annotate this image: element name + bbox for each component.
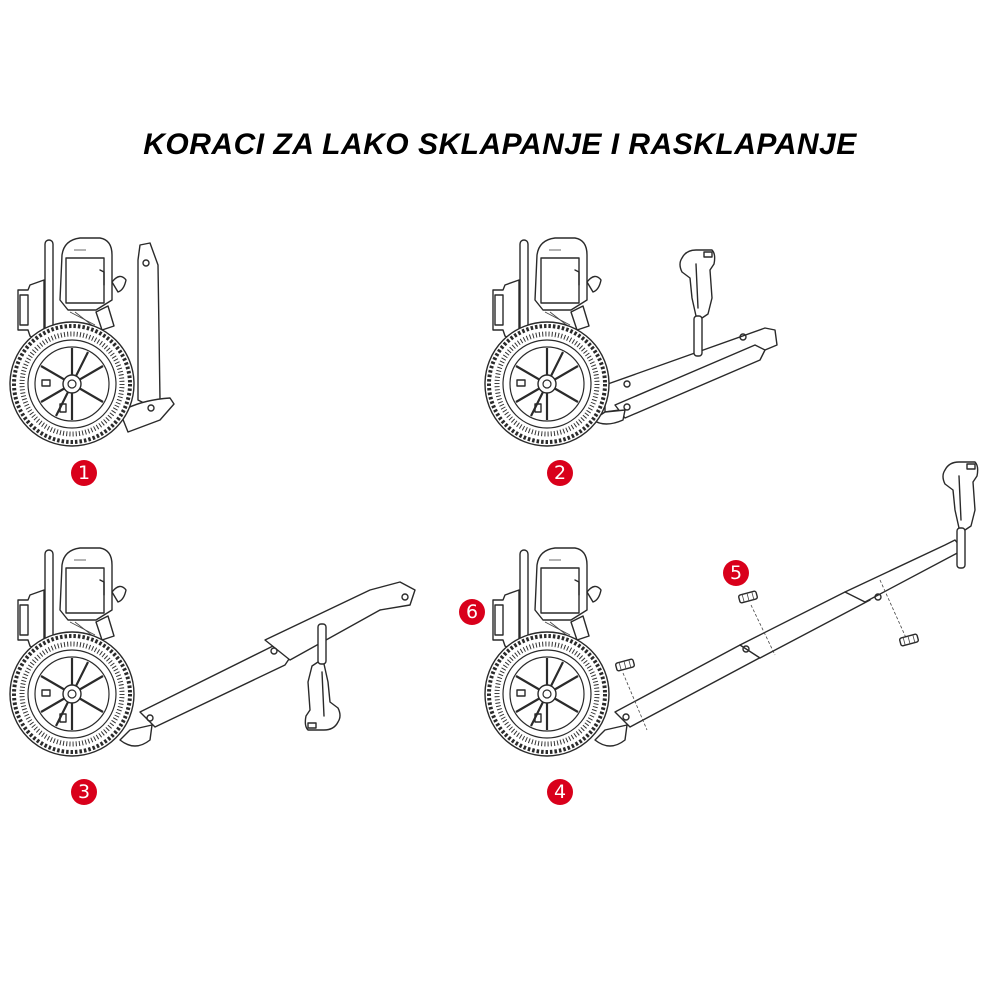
step-2-illustration	[485, 237, 778, 446]
callout-badge-5: 5	[723, 560, 749, 586]
step-3-illustration	[10, 547, 416, 756]
step-1-illustration	[10, 237, 175, 446]
callout-badge-6: 6	[459, 599, 485, 625]
step-badge-2: 2	[547, 460, 573, 486]
step-badge-3: 3	[71, 779, 97, 805]
step-badge-4: 4	[547, 779, 573, 805]
step-4-illustration	[485, 461, 979, 756]
step-badge-1: 1	[71, 460, 97, 486]
knob-icon	[614, 579, 920, 731]
page-title: KORACI ZA LAKO SKLAPANJE I RASKLAPANJE	[143, 128, 857, 161]
